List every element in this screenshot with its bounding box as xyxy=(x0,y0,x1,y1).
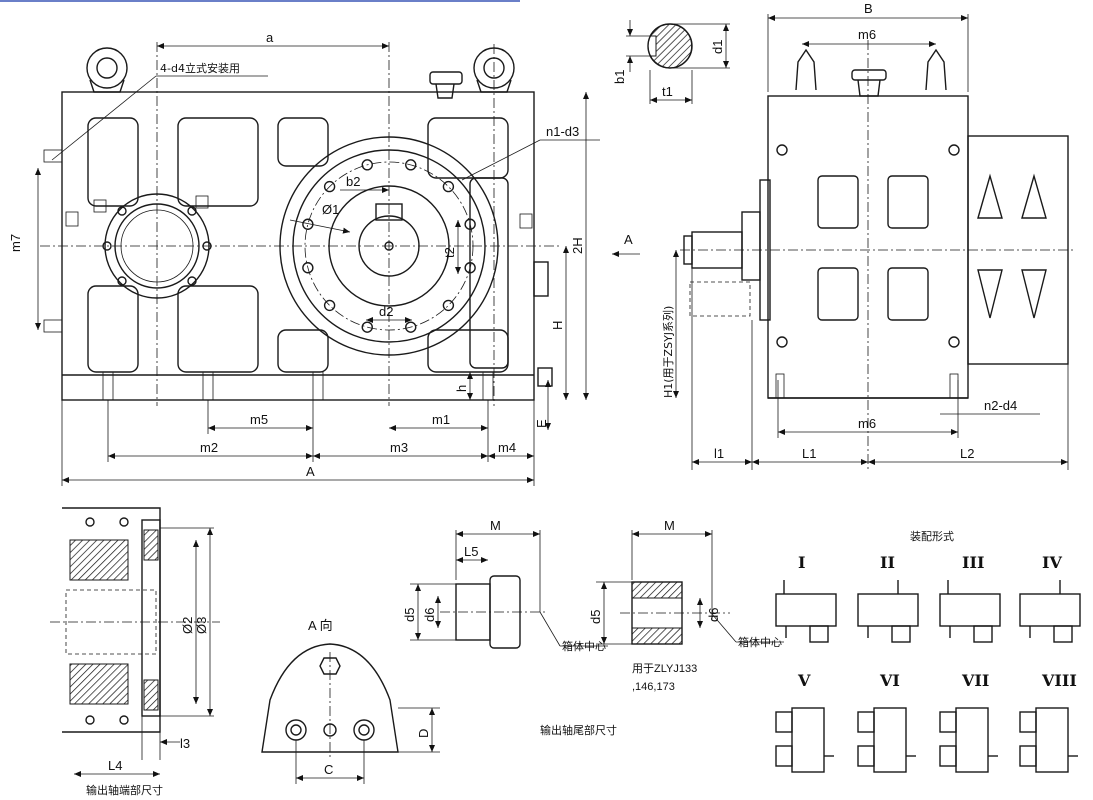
zlyj-note-1: 用于ZLYJ133 xyxy=(632,663,697,675)
flange-bolt-hole xyxy=(361,159,373,171)
assembly-form-6: VI xyxy=(857,671,916,773)
dim-C: C xyxy=(324,762,333,777)
assembly-form-3: III xyxy=(939,553,1001,643)
dim-a: a xyxy=(266,30,274,45)
lifting-eye-left xyxy=(86,47,128,93)
dim-H1: H1(用于ZSYJ系列) xyxy=(661,306,675,398)
dim-m4: m4 xyxy=(498,440,516,455)
dim-E: E xyxy=(534,419,549,428)
dim-D: D xyxy=(416,729,431,738)
flange-bolt-hole xyxy=(323,299,336,312)
assembly-form-4: IV xyxy=(1019,553,1081,643)
dim-phi1: Ø1 xyxy=(322,202,339,217)
scan-top-edge xyxy=(0,0,520,2)
dim-phi3: Ø3 xyxy=(194,617,209,634)
dim-m6-top: m6 xyxy=(858,27,876,42)
assembly-form-5: V xyxy=(775,671,834,773)
dim-L5: L5 xyxy=(464,544,478,559)
dim-n2-d4: n2-d4 xyxy=(984,398,1017,413)
dim-m5: m5 xyxy=(250,412,268,427)
dim-d2: d2 xyxy=(379,304,393,319)
side-view: B m6 A H1(用于Z xyxy=(612,1,1076,470)
assembly-form-7: VII xyxy=(939,671,998,773)
tail-caption: 输出轴尾部尺寸 xyxy=(540,723,617,737)
dim-b2: b2 xyxy=(346,174,360,189)
shaft-tail-2: M d5 d6 箱体中心 用于ZLYJ133 ,146,173 xyxy=(588,518,784,693)
dim-m6-bottom: m6 xyxy=(858,416,876,431)
shaft-tail-1: M L5 d5 d6 箱体中心 xyxy=(402,518,608,653)
assembly-form-label: IV xyxy=(1042,553,1062,572)
dim-l3: l3 xyxy=(180,736,190,751)
flange-bolt-hole xyxy=(464,262,476,274)
dim-L2: L2 xyxy=(960,446,974,461)
assembly-form-label: VII xyxy=(961,671,989,690)
dim-m7: m7 xyxy=(8,234,23,252)
dim-d1: d1 xyxy=(710,40,725,54)
flange-bolt-hole xyxy=(442,180,455,193)
dim-t1: t1 xyxy=(662,84,673,99)
assembly-title: 装配形式 xyxy=(910,530,954,543)
assembly-form-label: VI xyxy=(879,671,900,690)
dim-M2: M xyxy=(664,518,675,533)
box-center-1: 箱体中心 xyxy=(562,639,606,653)
dim-d5-1: d5 xyxy=(402,608,417,622)
dim-phi2: Ø2 xyxy=(180,617,195,634)
view-a-title: A 向 xyxy=(308,618,333,633)
dim-m3: m3 xyxy=(390,440,408,455)
view-a: A 向 D C xyxy=(261,618,440,784)
dim-m2: m2 xyxy=(200,440,218,455)
dim-L1: L1 xyxy=(802,446,816,461)
key-section: b1 d1 t1 xyxy=(612,20,730,104)
view-arrow-A: A xyxy=(624,232,633,247)
foundation-bolts xyxy=(102,371,494,401)
dim-b1: b1 xyxy=(612,70,627,84)
box-center-2: 箱体中心 xyxy=(738,635,782,649)
flange-bolt-hole xyxy=(464,218,476,230)
dim-B: B xyxy=(864,1,873,16)
assembly-form-label: I xyxy=(798,553,805,572)
dim-t2: t2 xyxy=(442,247,457,258)
flange-bolt-hole xyxy=(405,159,417,171)
assembly-form-label: II xyxy=(880,553,895,572)
vent-cap xyxy=(429,71,463,99)
assembly-form-label: VIII xyxy=(1041,671,1077,690)
dim-4-d4: 4-d4立式安装用 xyxy=(160,61,240,75)
dim-d6-1: d6 xyxy=(422,608,437,622)
flange-bolt-hole xyxy=(442,299,455,312)
dim-l1: l1 xyxy=(714,446,724,461)
assembly-form-label: V xyxy=(797,671,811,690)
shaft-end-detail: Ø2 Ø3 l3 L4 输出轴端部尺寸 xyxy=(50,507,220,797)
dim-A: A xyxy=(306,464,315,479)
dim-L4: L4 xyxy=(108,758,122,773)
dim-d5-2: d5 xyxy=(588,610,603,624)
assembly-form-2: II xyxy=(857,553,919,643)
dim-H: H xyxy=(550,321,565,330)
dim-m1: m1 xyxy=(432,412,450,427)
flange-bolt-hole xyxy=(302,262,314,274)
assembly-form-1: I xyxy=(775,553,837,643)
assembly-form-label: III xyxy=(962,553,984,572)
oil-level-plug xyxy=(533,261,549,297)
dim-n1-d3: n1-d3 xyxy=(546,124,579,139)
assembly-form-8: VIII xyxy=(1019,671,1078,773)
dim-M1: M xyxy=(490,518,501,533)
dim-d6-2: d6 xyxy=(706,608,721,622)
flange-bolt-hole xyxy=(323,180,336,193)
zlyj-note-2: ,146,173 xyxy=(632,681,675,693)
dim-2H: 2H xyxy=(570,237,585,254)
shaft-end-caption: 输出轴端部尺寸 xyxy=(86,783,163,797)
front-view: a 4-d4立式安装用 m7 b2 Ø1 t2 d2 n1-d3 2H H h … xyxy=(8,30,600,486)
dim-h: h xyxy=(454,385,469,392)
